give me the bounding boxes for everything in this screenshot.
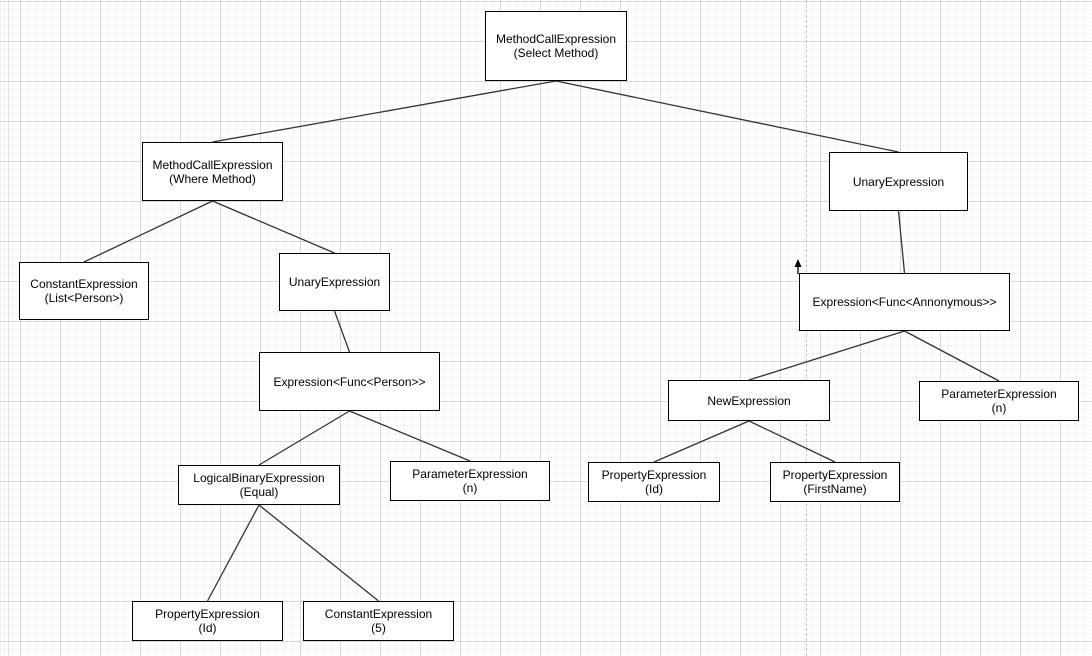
edge-unary-right-to-expr-anonymous[interactable] <box>897 210 906 274</box>
node-select[interactable]: MethodCallExpression (Select Method) <box>485 11 627 81</box>
edge-where-to-constant-list[interactable] <box>83 200 213 263</box>
node-sublabel: (Select Method) <box>513 46 599 60</box>
node-label: NewExpression <box>707 393 791 408</box>
node-label: LogicalBinaryExpression <box>193 471 325 485</box>
node-sublabel: (Equal) <box>239 485 279 499</box>
edge-unary-left-to-expr-person[interactable] <box>333 310 351 353</box>
edge-expr-person-to-param-n-left[interactable] <box>349 410 471 462</box>
node-sublabel: (FirstName) <box>803 482 867 496</box>
node-label: Expression<Func<Person>> <box>273 374 426 389</box>
node-param-n-right[interactable]: ParameterExpression (n) <box>919 381 1079 421</box>
node-sublabel: (n) <box>991 401 1007 415</box>
node-label: ConstantExpression <box>324 607 433 621</box>
node-sublabel: (Id) <box>645 482 663 496</box>
node-label: ConstantExpression <box>30 277 138 291</box>
node-unary-right[interactable]: UnaryExpression <box>829 152 968 211</box>
edge-expr-anonymous-to-param-n-right[interactable] <box>904 330 1000 382</box>
edge-where-to-unary-left[interactable] <box>212 200 335 254</box>
node-constant-5[interactable]: ConstantExpression (5) <box>303 601 454 641</box>
node-label: MethodCallExpression <box>152 157 273 172</box>
edge-expr-anonymous-to-new-expr[interactable] <box>748 330 905 381</box>
node-where[interactable]: MethodCallExpression (Where Method) <box>142 142 283 201</box>
node-constant-list[interactable]: ConstantExpression (List<Person>) <box>19 262 149 320</box>
edge-logical-binary-to-prop-id-equal[interactable] <box>206 504 260 602</box>
node-label: UnaryExpression <box>288 275 381 289</box>
node-label: PropertyExpression <box>601 468 707 482</box>
node-label: PropertyExpression <box>782 468 888 482</box>
node-expr-person[interactable]: Expression<Func<Person>> <box>259 352 440 411</box>
node-prop-id-new[interactable]: PropertyExpression (Id) <box>588 462 720 502</box>
node-expr-anonymous[interactable]: Expression<Func<Annonymous>> <box>799 273 1010 331</box>
node-sublabel: (5) <box>371 621 386 635</box>
node-label: ParameterExpression <box>941 387 1057 401</box>
node-prop-id-equal[interactable]: PropertyExpression (Id) <box>132 601 283 641</box>
edge-select-to-where[interactable] <box>212 80 557 143</box>
node-label: UnaryExpression <box>852 174 945 189</box>
edge-select-to-unary-right[interactable] <box>555 80 899 153</box>
up-arrowhead-icon <box>794 259 802 267</box>
node-prop-firstname[interactable]: PropertyExpression (FirstName) <box>770 462 900 502</box>
node-label: Expression<Func<Annonymous>> <box>812 295 997 309</box>
node-sublabel: (Id) <box>198 621 217 635</box>
node-label: MethodCallExpression <box>495 32 617 46</box>
edge-logical-binary-to-constant-5[interactable] <box>258 504 379 602</box>
node-logical-binary[interactable]: LogicalBinaryExpression (Equal) <box>178 465 340 505</box>
edge-new-expr-to-prop-firstname[interactable] <box>748 420 836 463</box>
node-param-n-left[interactable]: ParameterExpression (n) <box>390 461 550 501</box>
node-unary-left[interactable]: UnaryExpression <box>279 253 390 311</box>
node-sublabel: (List<Person>) <box>44 291 124 305</box>
node-label: ParameterExpression <box>412 467 528 481</box>
node-new-expr[interactable]: NewExpression <box>668 380 830 421</box>
edge-expr-person-to-logical-binary[interactable] <box>258 410 350 466</box>
edge-new-expr-to-prop-id-new[interactable] <box>653 420 750 463</box>
node-label: PropertyExpression <box>155 607 260 621</box>
node-sublabel: (Where Method) <box>169 171 256 186</box>
node-sublabel: (n) <box>462 481 478 495</box>
